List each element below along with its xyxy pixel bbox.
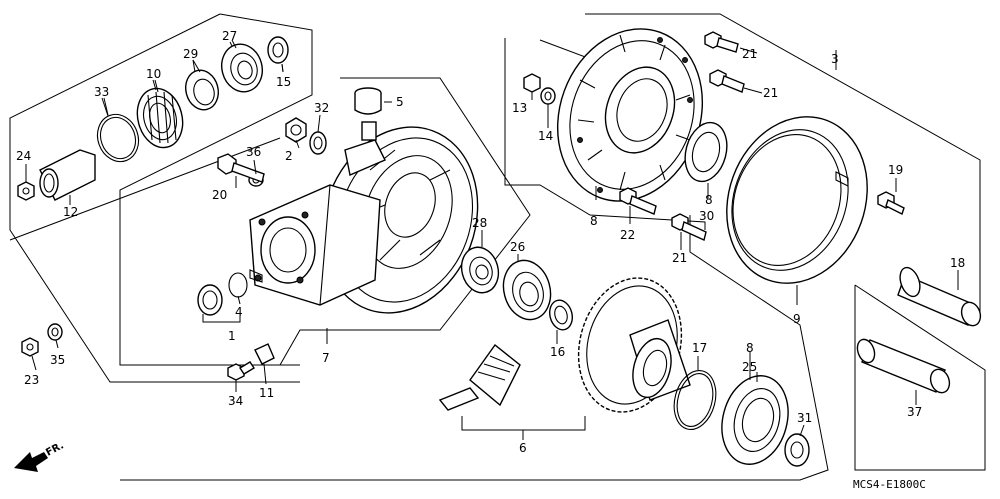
part-35-washer — [47, 323, 63, 341]
callout-21-a: 21 — [742, 47, 757, 61]
callout-9: 9 — [793, 312, 801, 326]
callout-17: 17 — [692, 341, 707, 355]
callout-27: 27 — [222, 29, 237, 43]
part-2-plug — [285, 117, 307, 143]
callout-4: 4 — [235, 305, 243, 319]
callout-18: 18 — [950, 256, 965, 270]
part-9-ring — [726, 116, 868, 305]
part-34-bolt — [227, 361, 255, 381]
part-27-bearing — [221, 41, 263, 93]
part-23-nut — [21, 337, 39, 357]
callout-8-a: 8 — [590, 214, 598, 228]
callout-33: 33 — [94, 85, 109, 99]
callout-8-c: 8 — [746, 341, 754, 355]
part-37-collar — [856, 338, 951, 405]
callout-1: 1 — [228, 329, 236, 343]
callout-13: 13 — [512, 101, 527, 115]
callout-labels: 27 29 10 33 15 24 12 5 32 36 2 20 13 14 … — [16, 29, 965, 455]
part-13-bolt — [523, 73, 541, 93]
front-arrow-icon — [14, 452, 48, 472]
part-31-seal — [784, 433, 810, 467]
diagram-code: MCS4-E1800C — [853, 478, 926, 491]
part-21-bolt-a — [704, 31, 739, 53]
part-22-bolt — [619, 187, 657, 215]
part-28-bearing — [460, 246, 500, 294]
callout-16: 16 — [550, 345, 565, 359]
part-3-cover — [556, 28, 704, 202]
part-6-ring-gear — [577, 277, 691, 413]
callout-21-c: 21 — [672, 251, 687, 265]
part-19-bolt — [877, 191, 905, 215]
callout-2: 2 — [285, 149, 293, 163]
part-5-cap — [354, 87, 392, 115]
part-12-sleeve — [39, 149, 96, 205]
callout-22: 22 — [620, 228, 635, 242]
part-26-bearing — [502, 259, 552, 321]
callout-20: 20 — [212, 188, 227, 202]
callout-24: 24 — [16, 149, 31, 163]
callout-23: 23 — [24, 373, 39, 387]
callout-31: 31 — [797, 411, 812, 425]
part-15-washer — [267, 36, 289, 73]
callout-19: 19 — [888, 163, 903, 177]
part-29-seal — [185, 59, 219, 111]
part-11-clip — [254, 343, 275, 365]
part-21-bolt-c — [671, 213, 707, 241]
part-14-washer — [540, 87, 556, 105]
callout-29: 29 — [183, 47, 198, 61]
callout-25: 25 — [742, 360, 757, 374]
callout-26: 26 — [510, 240, 525, 254]
callout-7: 7 — [322, 351, 330, 365]
callout-21-b: 21 — [763, 86, 778, 100]
callout-36: 36 — [246, 145, 261, 159]
callout-34: 34 — [228, 394, 243, 408]
callout-8-b: 8 — [705, 193, 713, 207]
front-direction-marker: FR. — [14, 440, 66, 472]
part-33-o-ring — [96, 97, 140, 163]
part-16-washer — [548, 299, 574, 331]
callout-12: 12 — [63, 205, 78, 219]
front-direction-label: FR. — [44, 440, 66, 458]
part-32-washer — [309, 131, 327, 155]
part-20-bolt — [217, 153, 265, 183]
part-18-spacer — [897, 266, 982, 327]
part-10-bearing-holder — [136, 79, 184, 149]
part-7-gear-case — [249, 121, 479, 314]
leader-lines — [25, 39, 959, 440]
callout-10: 10 — [146, 67, 161, 81]
callout-3: 3 — [831, 52, 839, 66]
part-21-bolt-b — [709, 69, 745, 93]
callout-28: 28 — [472, 216, 487, 230]
callout-15: 15 — [276, 75, 291, 89]
part-25-bearing — [721, 375, 789, 465]
callout-35: 35 — [50, 353, 65, 367]
callout-32: 32 — [314, 101, 329, 115]
callout-14: 14 — [538, 129, 553, 143]
callout-30: 30 — [699, 209, 714, 223]
callout-5: 5 — [396, 95, 404, 109]
callout-6: 6 — [519, 441, 527, 455]
callout-37: 37 — [907, 405, 922, 419]
part-1-4-seal-set — [197, 272, 248, 323]
callout-11: 11 — [259, 386, 274, 400]
